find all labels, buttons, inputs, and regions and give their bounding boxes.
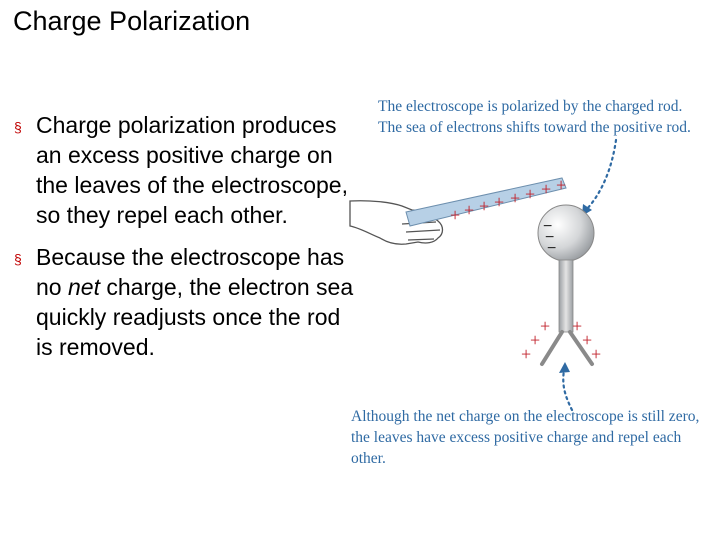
- leaf-plus-sign: +: [591, 344, 601, 364]
- rod-plus-sign: +: [541, 179, 551, 199]
- figure-caption-top: The electroscope is polarized by the cha…: [378, 98, 691, 136]
- figure-caption-bottom: Although the net charge on the electrosc…: [351, 408, 700, 467]
- electroscope-figure: The electroscope is polarized by the cha…: [340, 88, 720, 488]
- bullet-text: Charge polarization produces an excess p…: [36, 112, 348, 228]
- sphere-minus-sign: −: [543, 218, 552, 235]
- bullet-text-end: charge, the electron sea quickly readjus…: [36, 274, 354, 360]
- slide-title: Charge Polarization: [13, 6, 251, 36]
- rod-charges: + + + + + + + +: [450, 175, 566, 225]
- electroscope-leaf-left: [540, 330, 564, 366]
- bullet-text-start: Because the electroscope has no: [36, 244, 345, 300]
- sphere-minus-sign: −: [545, 229, 554, 246]
- bullet-item-polarization: § Charge polarization produces an excess…: [14, 110, 354, 230]
- leaf-plus-sign: +: [572, 316, 582, 336]
- leaf-charges: + + + + + +: [521, 316, 601, 364]
- leaf-plus-sign: +: [540, 316, 550, 336]
- electroscope-leaf-right: [568, 330, 594, 366]
- leaf-plus-sign: +: [521, 344, 531, 364]
- bullet-marker: §: [14, 251, 22, 267]
- bullet-item-net-charge: § Because the electroscope has no net ch…: [14, 242, 354, 362]
- arrow-to-sphere: [584, 138, 618, 212]
- rod-plus-sign: +: [479, 196, 489, 216]
- rod-plus-sign: +: [450, 205, 460, 225]
- sphere-minus-sign: −: [547, 240, 556, 257]
- rod-plus-sign: +: [464, 200, 474, 220]
- leaf-plus-sign: +: [530, 330, 540, 350]
- rod-plus-sign: +: [556, 175, 566, 195]
- bullet-list: § Charge polarization produces an excess…: [14, 110, 354, 374]
- rod-plus-sign: +: [525, 184, 535, 204]
- bullet-text-italic: net: [67, 274, 100, 300]
- rod-plus-sign: +: [510, 188, 520, 208]
- leaf-plus-sign: +: [582, 330, 592, 350]
- electroscope-illustration: + + + + + + + + −: [349, 138, 618, 412]
- rod-plus-sign: +: [494, 192, 504, 212]
- arrowhead-icon: [559, 362, 570, 373]
- sphere-charges: − − −: [543, 218, 556, 257]
- arrow-to-leaves: [562, 368, 574, 412]
- electroscope-stem: [558, 259, 574, 333]
- bullet-marker: §: [14, 119, 22, 135]
- charged-rod: [405, 177, 567, 227]
